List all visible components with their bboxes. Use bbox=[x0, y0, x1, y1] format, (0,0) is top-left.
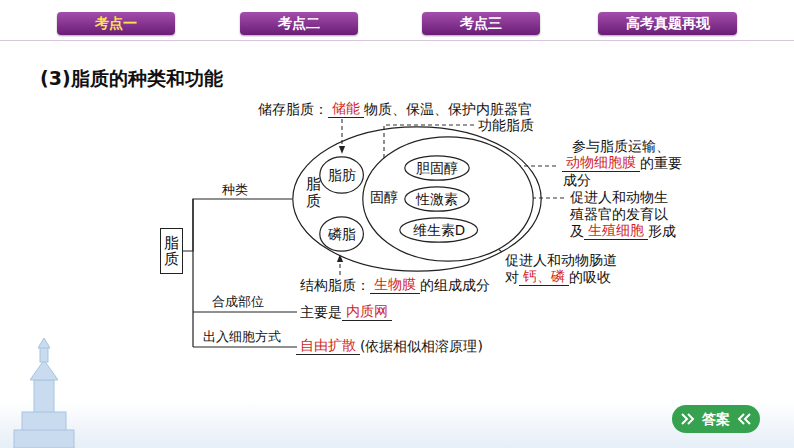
node-label: 磷脂 bbox=[328, 226, 356, 243]
node-label: 胆固醇 bbox=[416, 160, 458, 176]
sterol-type-ellipse: 性激素 bbox=[404, 186, 470, 212]
annotation-text: 合成部位 bbox=[212, 293, 264, 311]
annotation-text: 物质、保温、保护内脏器官 bbox=[364, 100, 532, 118]
ellipse-shape bbox=[293, 127, 541, 271]
ellipse-shape bbox=[320, 217, 364, 251]
bracket-connector bbox=[183, 199, 293, 251]
annotation-text: 的组成成分 bbox=[420, 276, 490, 294]
node-label: 答案 bbox=[702, 411, 730, 428]
bracket-lines bbox=[193, 199, 297, 347]
node-label: 固醇 bbox=[370, 189, 398, 206]
ellipse-shape bbox=[320, 157, 364, 193]
node-label: 脂质 bbox=[164, 235, 179, 268]
annotation-text: 出入细胞方式 bbox=[203, 328, 281, 346]
annotation-text: 储存脂质： bbox=[258, 100, 328, 118]
category-ellipse: 脂肪 bbox=[319, 156, 364, 194]
answer-button: 答案 bbox=[672, 405, 760, 433]
tab-rule bbox=[0, 40, 794, 41]
answer-blank: 钙、磷 bbox=[519, 268, 569, 286]
leader-arrow bbox=[341, 119, 342, 153]
annotation-text: 及 bbox=[570, 222, 584, 240]
annotation-text: 对 bbox=[505, 268, 519, 286]
ellipse-shape bbox=[400, 218, 478, 242]
annotation-text: 形成 bbox=[648, 222, 676, 240]
nav-tab: 高考真题再现 bbox=[598, 12, 737, 35]
category-ellipse: 磷脂 bbox=[319, 216, 364, 252]
bottom-band bbox=[0, 400, 794, 448]
answer-blank: 生殖细胞 bbox=[584, 222, 648, 240]
annotation-text: 参与脂质运输、 bbox=[572, 137, 670, 155]
leader-arrow bbox=[339, 255, 340, 275]
answer-blank: 储能 bbox=[328, 100, 364, 118]
slide-title: (3)脂质的种类和功能 bbox=[40, 66, 223, 92]
annotation-text: 促进人和动物生 bbox=[570, 188, 668, 206]
annotation-text: 殖器官的发育以 bbox=[570, 205, 668, 223]
ellipse-shape bbox=[405, 156, 469, 180]
annotation-text: 的吸收 bbox=[569, 268, 611, 286]
connector-label: 种类 bbox=[222, 181, 248, 199]
annotation-text: 功能脂质 bbox=[478, 116, 534, 134]
nav-tab: 考点三 bbox=[422, 12, 540, 35]
node-label: 考点三 bbox=[460, 15, 502, 32]
node-label: 考点二 bbox=[278, 15, 320, 32]
node-label: 脂质 bbox=[306, 176, 321, 209]
answer-blank: 生物膜 bbox=[370, 276, 420, 294]
nav-tab: 考点二 bbox=[240, 12, 358, 35]
answer-blank: 内质网 bbox=[342, 303, 392, 321]
annotation-text: 主要是 bbox=[300, 303, 342, 321]
concept-box: 脂质 bbox=[160, 228, 183, 274]
node-label: 维生素D bbox=[413, 222, 465, 238]
answer-blank: 动物细胞膜 bbox=[562, 154, 640, 172]
annotation-text: 结构脂质： bbox=[300, 276, 370, 294]
sterol-type-ellipse: 胆固醇 bbox=[404, 155, 470, 181]
sterol-ellipse: 固醇 胆固醇性激素维生素D bbox=[362, 136, 534, 262]
annotation-text: 促进人和动物肠道 bbox=[505, 251, 617, 269]
node-label: 脂肪 bbox=[328, 167, 356, 184]
leader-lines bbox=[340, 119, 564, 275]
bracket-branch bbox=[193, 346, 297, 347]
bracket-branch bbox=[193, 311, 297, 312]
annotation-text: 的重要 bbox=[640, 154, 682, 172]
annotation-text: 成分 bbox=[563, 171, 591, 189]
nav-tab: 考点一 bbox=[57, 12, 175, 35]
annotation-text: (依据相似相溶原理) bbox=[360, 337, 483, 355]
ellipse-shape bbox=[363, 137, 533, 261]
node-label: 高考真题再现 bbox=[626, 15, 710, 32]
answer-blank: 自由扩散 bbox=[296, 337, 360, 355]
node-label: 考点一 bbox=[95, 15, 137, 32]
sterol-type-ellipse: 维生素D bbox=[399, 217, 478, 243]
ellipse-shape bbox=[405, 187, 469, 211]
node-label: 性激素 bbox=[416, 191, 458, 207]
lipid-ellipse: 脂质脂肪磷脂 固醇 胆固醇性激素维生素D bbox=[292, 126, 542, 272]
building-illustration bbox=[14, 338, 74, 448]
